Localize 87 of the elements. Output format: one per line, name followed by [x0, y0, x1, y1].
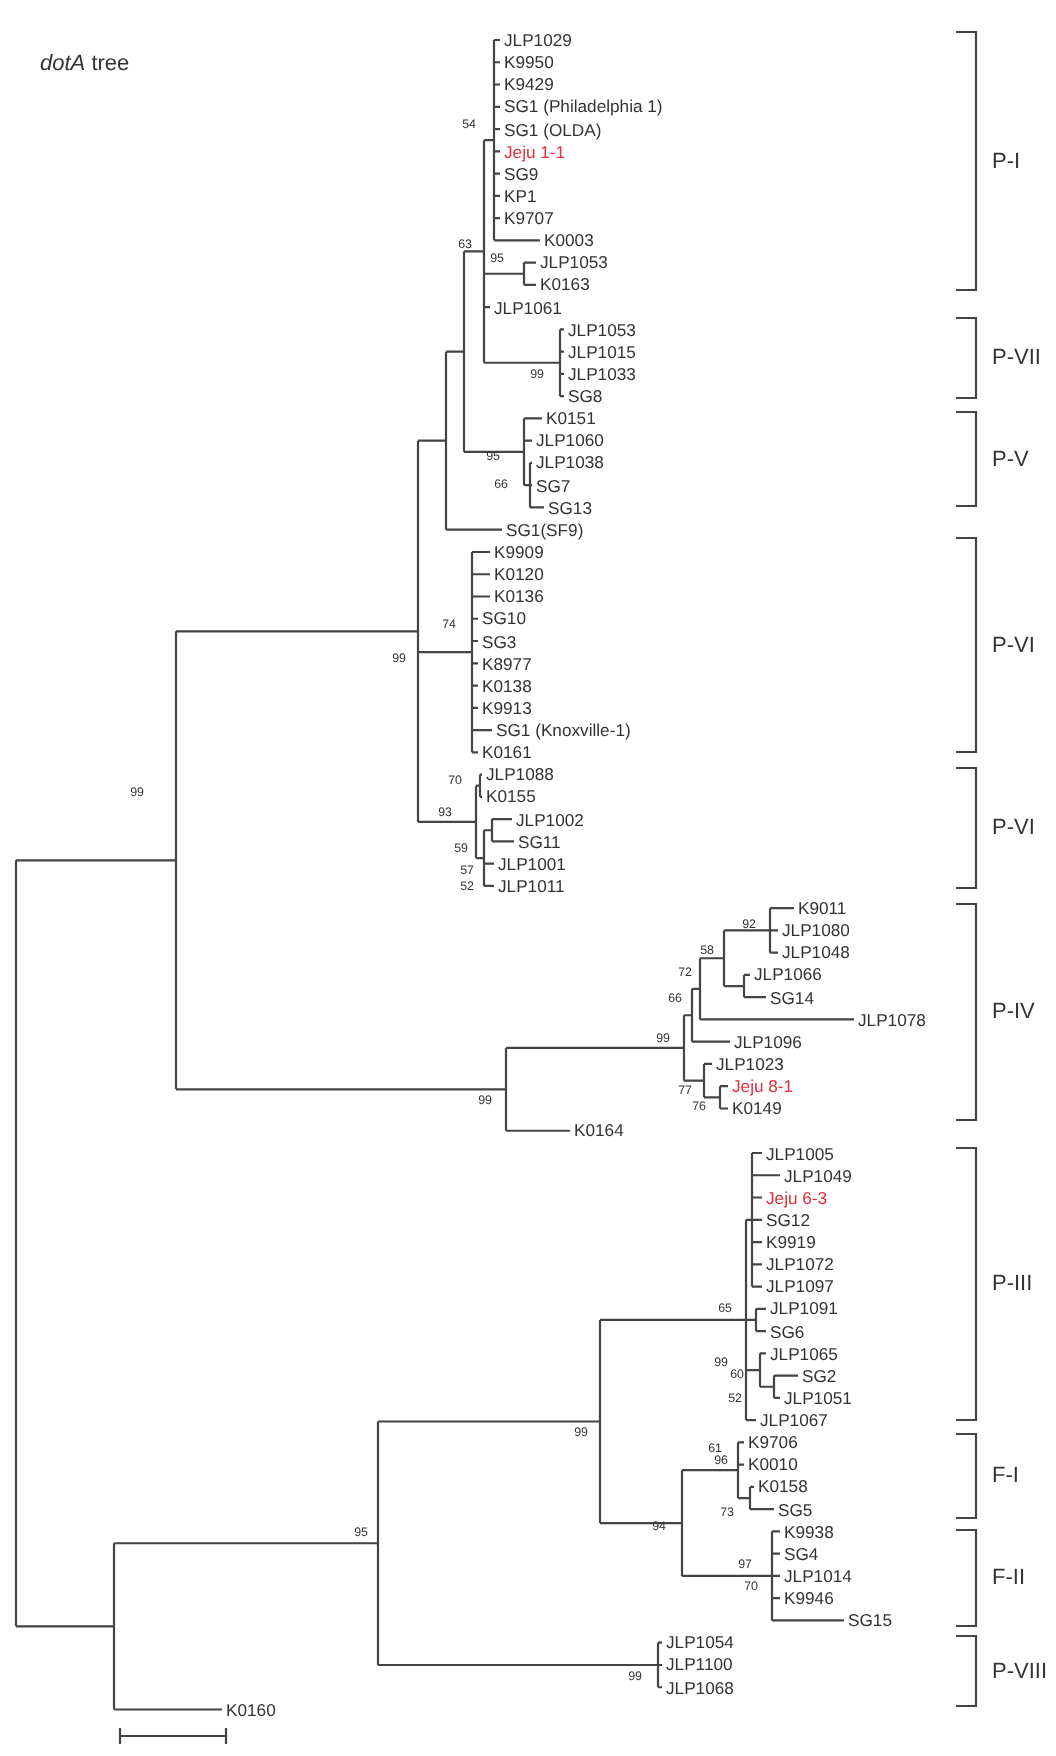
taxon-label: JLP1054 — [666, 1630, 734, 1655]
taxon-label: JLP1033 — [568, 361, 636, 386]
taxon-label: K0164 — [574, 1118, 624, 1143]
taxon-label: K9909 — [494, 540, 544, 564]
taxon-label: SG4 — [784, 1541, 819, 1566]
clade-label: F-I — [992, 1462, 1019, 1490]
clade-label: P-VI — [992, 814, 1035, 842]
taxon-label: K8977 — [482, 651, 532, 676]
taxon-label: JLP1005 — [766, 1141, 834, 1165]
taxon-label: K9938 — [784, 1519, 834, 1544]
taxon-label: JLP1001 — [498, 851, 566, 876]
taxon-label: SG2 — [802, 1363, 837, 1388]
figure-title: dotA tree — [40, 50, 130, 78]
taxon-label: K9950 — [504, 50, 554, 75]
taxon-label: JLP1002 — [516, 807, 584, 832]
taxon-label: SG3 — [482, 629, 517, 653]
taxon-label: K9707 — [504, 206, 554, 231]
clade-label: P-VI — [992, 631, 1035, 659]
taxon-label: JLP1078 — [858, 1007, 926, 1032]
taxon-label: JLP1096 — [734, 1029, 802, 1054]
taxon-label: K0138 — [482, 673, 532, 698]
taxon-label: SG8 — [568, 384, 603, 409]
taxon-label: JLP1053 — [568, 317, 636, 342]
taxon-label: SG1 (Knoxville-1) — [496, 718, 631, 743]
taxon-label: SG11 — [518, 829, 561, 854]
taxon-label: K9011 — [798, 896, 847, 921]
taxon-label: JLP1029 — [504, 28, 572, 52]
taxon-label: JLP1053 — [540, 250, 608, 275]
taxon-label: K0160 — [226, 1697, 276, 1722]
taxon-label: K0003 — [544, 228, 594, 253]
taxon-label: JLP1051 — [784, 1385, 852, 1410]
taxon-label: SG6 — [770, 1319, 805, 1344]
taxon-label: K9919 — [766, 1230, 816, 1255]
taxon-label: K9706 — [748, 1430, 798, 1455]
taxon-label: JLP1091 — [770, 1296, 838, 1321]
taxon-label: SG13 — [548, 495, 592, 520]
taxon-label: JLP1072 — [766, 1252, 834, 1277]
taxon-label: SG5 — [778, 1497, 813, 1522]
taxon-label: K0155 — [486, 784, 536, 809]
taxon-label: JLP1080 — [782, 918, 850, 943]
clade-label: P-I — [992, 147, 1021, 175]
taxon-label: JLP1061 — [494, 295, 562, 320]
taxon-label: SG9 — [504, 162, 539, 186]
taxon-label: K0161 — [482, 740, 532, 765]
taxon-label: SG7 — [536, 473, 571, 498]
clade-label: P-V — [992, 445, 1029, 473]
taxon-label: JLP1014 — [784, 1563, 852, 1588]
taxon-label: JLP1048 — [782, 940, 850, 965]
taxon-label: Jeju 1-1 — [504, 140, 566, 164]
taxon-label: K9429 — [504, 72, 554, 97]
taxon-label: JLP1068 — [666, 1675, 734, 1700]
taxon-label: K0149 — [732, 1096, 782, 1121]
taxon-label: K0151 — [546, 406, 596, 431]
taxon-label: KP1 — [504, 183, 537, 208]
taxon-label: K0158 — [758, 1474, 808, 1499]
taxon-label: Jeju 8-1 — [732, 1074, 794, 1099]
taxon-label: SG1 (Philadelphia 1) — [504, 94, 663, 119]
taxon-label: JLP1067 — [760, 1408, 828, 1433]
taxon-label: K0010 — [748, 1452, 798, 1477]
taxon-label: SG10 — [482, 606, 526, 631]
taxon-label: K9946 — [784, 1586, 834, 1611]
taxon-label: JLP1023 — [716, 1051, 784, 1076]
taxon-label: SG15 — [848, 1608, 892, 1633]
taxon-label: Jeju 6-3 — [766, 1185, 828, 1210]
clade-label: F-II — [992, 1564, 1025, 1592]
taxon-label: SG14 — [770, 985, 814, 1010]
taxon-label: JLP1011 — [498, 873, 565, 898]
taxon-label: JLP1088 — [486, 762, 554, 787]
taxon-label: K0120 — [494, 562, 544, 587]
taxon-label: JLP1015 — [568, 339, 636, 364]
taxon-label: SG1 (OLDA) — [504, 117, 602, 142]
taxon-label: SG12 — [766, 1208, 810, 1232]
taxon-label: JLP1038 — [536, 450, 604, 475]
clade-label: P-III — [992, 1270, 1033, 1298]
taxon-label: JLP1066 — [754, 962, 822, 987]
taxon-label: JLP1065 — [770, 1341, 838, 1366]
taxon-label: K9913 — [482, 695, 532, 720]
taxon-label: JLP1060 — [536, 428, 604, 453]
clade-label: P-VIII — [992, 1657, 1048, 1685]
taxon-label: JLP1049 — [784, 1163, 852, 1188]
taxon-label: K0163 — [540, 272, 590, 297]
taxon-label: JLP1097 — [766, 1274, 834, 1299]
taxon-label: SG1(SF9) — [506, 517, 584, 542]
clade-label: P-VII — [992, 344, 1041, 372]
clade-label: P-IV — [992, 998, 1035, 1026]
taxon-label: K0136 — [494, 584, 544, 609]
taxon-label: JLP1100 — [666, 1652, 733, 1677]
